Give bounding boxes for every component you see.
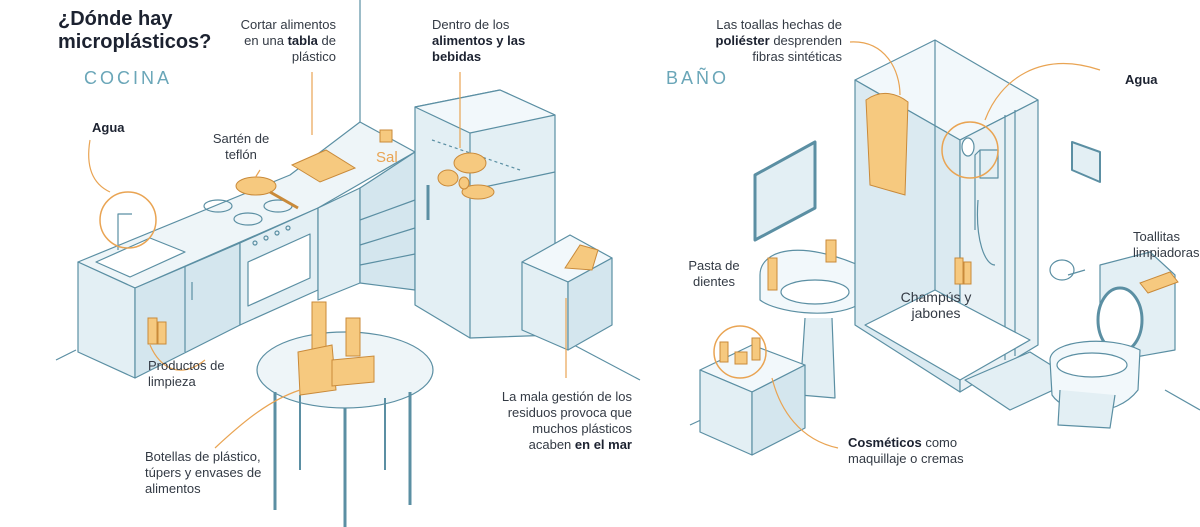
- oven-knob: [285, 225, 291, 231]
- label-residuos-bold: en el mar: [574, 437, 632, 452]
- ham: [453, 152, 487, 174]
- cabinet-corner: [317, 187, 361, 301]
- label-tabla-post: de plástico: [291, 33, 336, 64]
- plastic-bottle: [345, 317, 361, 357]
- shower-control: [979, 149, 999, 179]
- cabinet-side: [751, 364, 806, 456]
- leader-sarten: [254, 169, 261, 179]
- page-title: ¿Dónde hay microplásticos?: [58, 8, 212, 53]
- label-cosmeticos-bold: Cosméticos: [848, 435, 922, 450]
- oven-knob: [263, 235, 269, 241]
- food-bag: [297, 344, 337, 396]
- label-pasta: Pasta de dientes: [688, 258, 740, 289]
- cosmetic-bottle: [719, 341, 729, 363]
- label-toallas: Las toallas hechas de poliéster desprend…: [700, 17, 842, 65]
- label-agua-bath: Agua: [1125, 72, 1158, 87]
- label-sal: Sal: [376, 149, 398, 166]
- bath-sink-basin: [780, 279, 850, 305]
- mirror: [753, 140, 817, 242]
- oven-window: [247, 233, 311, 307]
- highlight-circle-bath-water: [941, 121, 999, 179]
- label-tabla-bold: tabla: [287, 33, 318, 48]
- cleaning-bottle: [147, 317, 158, 345]
- leader-toallas: [849, 41, 901, 96]
- bin-side: [567, 257, 613, 351]
- floor-line-bath-right: [1164, 389, 1200, 411]
- cosmetic-bottle: [751, 337, 761, 361]
- shower-pipe: [974, 149, 981, 230]
- leader-agua-kitchen: [88, 139, 111, 193]
- leader-productos: [149, 344, 206, 371]
- bin-trash: [564, 244, 599, 271]
- fridge-top: [414, 89, 556, 134]
- cutting-board: [290, 149, 357, 183]
- shampoo-bottle: [963, 261, 972, 285]
- toilet-seat: [1056, 352, 1128, 378]
- shower-tray: [864, 289, 1031, 381]
- food-item: [437, 169, 459, 187]
- sink-pedestal: [799, 317, 836, 399]
- label-toallas-pre: Las toallas hechas de: [716, 17, 842, 32]
- leader-agua-bath: [984, 63, 1101, 121]
- soap-bottle: [825, 239, 837, 263]
- toilet-paper: [1049, 259, 1075, 281]
- drawer-line: [359, 253, 416, 266]
- sink-basin: [95, 237, 186, 278]
- label-tabla-pre: Cortar alimentos en una: [240, 17, 336, 48]
- wipes-pack: [1139, 271, 1179, 294]
- label-residuos: La mala gestión de los residuos provoca …: [492, 389, 632, 453]
- label-toallas-bold: poliéster: [715, 33, 770, 48]
- label-toallitas: Toallitas limpiadoras: [1133, 229, 1200, 260]
- cleaning-bottle: [157, 321, 167, 345]
- burner: [233, 212, 263, 226]
- paper-holder: [1067, 269, 1086, 276]
- drawer-line: [359, 199, 416, 221]
- label-botellas: Botellas de plástico, túpers y envases d…: [145, 449, 262, 496]
- label-cosmeticos-post: como maquillaje o cremas: [848, 435, 964, 466]
- shower-head: [961, 137, 975, 157]
- pan-handle: [269, 190, 299, 210]
- highlight-circle-cosmetics: [713, 325, 767, 379]
- highlight-circle-kitchen-water: [99, 191, 157, 249]
- salt-box: [379, 129, 393, 143]
- label-alimentos-pre: Dentro de los: [432, 17, 510, 32]
- oven-knob: [252, 240, 258, 246]
- leader-cosmeticos: [771, 377, 839, 449]
- label-tabla: Cortar alimentos en una tabla de plástic…: [226, 17, 336, 65]
- shampoo-bottle: [954, 257, 964, 285]
- drawer-line: [359, 227, 416, 246]
- toilet-base: [1057, 389, 1116, 429]
- label-alimentos: Dentro de los alimentos y las bebidas: [432, 17, 542, 65]
- sink-faucet: [117, 213, 132, 250]
- polyester-towel: [865, 93, 909, 196]
- section-bathroom: BAÑO: [666, 68, 730, 88]
- label-champus: Champús y jabones: [900, 289, 972, 321]
- section-kitchen: COCINA: [84, 68, 173, 88]
- burner: [203, 199, 233, 213]
- shower-hose: [976, 199, 996, 266]
- label-residuos-pre: La mala gestión de los residuos provoca …: [501, 389, 632, 452]
- label-alimentos-bold: alimentos y las bebidas: [432, 33, 526, 64]
- bread: [461, 184, 495, 200]
- floor-line-left: [55, 349, 77, 361]
- leader-botellas: [214, 389, 301, 449]
- toothpaste: [767, 257, 778, 291]
- label-sarten: Sartén de teflón: [212, 131, 270, 162]
- label-cosmeticos: Cosméticos como maquillaje o cremas: [848, 435, 978, 467]
- cosmetic-jar: [734, 351, 748, 365]
- egg: [458, 176, 470, 190]
- plastic-bottle: [311, 301, 327, 353]
- label-toallas-post: desprenden fibras sintéticas: [752, 33, 842, 64]
- label-agua-kitchen: Agua: [92, 120, 125, 135]
- tupper: [331, 355, 375, 387]
- small-window: [1071, 141, 1101, 183]
- label-productos: Productos de limpieza: [148, 358, 225, 389]
- oven-knob: [274, 230, 280, 236]
